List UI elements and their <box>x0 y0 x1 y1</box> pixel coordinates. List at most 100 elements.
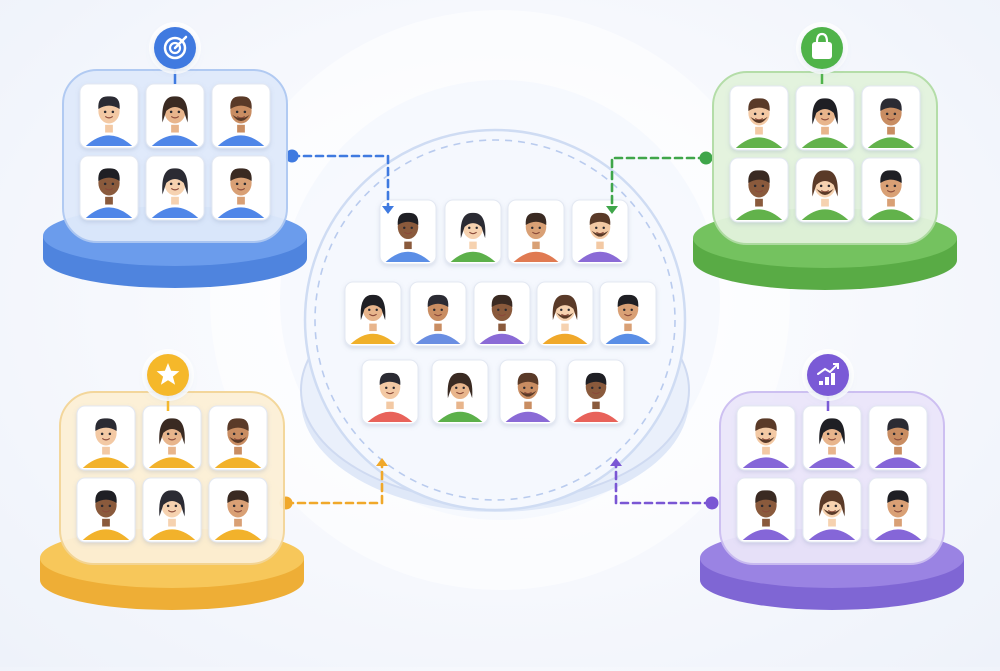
avatar-neck <box>887 126 895 135</box>
avatar-shirt <box>542 333 588 344</box>
avatar-shirt <box>450 251 496 262</box>
avatar-neck <box>234 446 242 455</box>
avatar-eye <box>462 386 465 390</box>
avatar-eye <box>768 432 772 436</box>
avatar-eye <box>100 432 104 436</box>
avatar-eye <box>468 226 471 230</box>
avatar-hair <box>427 294 449 308</box>
avatar-eye <box>523 386 526 390</box>
hub-member-avatar <box>444 199 502 265</box>
avatar-hair <box>880 170 902 183</box>
avatar-hair <box>397 212 419 226</box>
avatar-smile <box>168 510 176 513</box>
avatar-hair <box>98 168 120 181</box>
bag-body <box>812 42 832 59</box>
avatar-neck <box>624 323 632 332</box>
connector-line <box>614 464 714 505</box>
avatar-smile <box>171 188 179 191</box>
avatar-shirt <box>867 209 915 220</box>
avatar-shirt <box>85 207 133 218</box>
avatar-eye <box>100 504 104 508</box>
avatar-hair <box>162 168 188 195</box>
connector-line <box>610 156 708 208</box>
avatar-smile <box>624 313 632 317</box>
connector-purple <box>610 458 719 510</box>
avatar-eye <box>375 308 378 312</box>
avatar-neck <box>762 446 770 455</box>
avatar-shirt <box>367 411 413 422</box>
avatar-eye <box>885 112 889 116</box>
hub-member-avatar <box>431 359 489 425</box>
hub-member-avatar <box>571 199 629 265</box>
avatar-smile <box>469 231 477 235</box>
avatar-eye <box>455 386 458 390</box>
avatar-shirt <box>874 529 922 540</box>
segment-group-purple <box>700 349 964 610</box>
avatar-eye <box>753 184 757 188</box>
avatar-eye <box>602 226 605 230</box>
avatar-hair <box>159 418 185 445</box>
connector-arrowhead <box>610 458 622 466</box>
avatar-eye <box>834 432 838 436</box>
avatar-smile <box>524 391 532 395</box>
avatar-eye <box>174 432 178 436</box>
member-avatar <box>142 405 202 471</box>
avatar-smile <box>596 231 604 235</box>
member-avatar <box>145 83 205 149</box>
avatar-smile <box>237 116 245 119</box>
hub-member-avatar <box>599 281 657 347</box>
avatar-neck <box>821 126 829 135</box>
avatar-neck <box>561 323 569 332</box>
avatar-eye <box>166 504 170 508</box>
avatar-hair <box>887 490 909 503</box>
avatar-shirt <box>85 135 133 146</box>
avatar-smile <box>762 510 770 513</box>
avatar-shirt <box>415 333 461 344</box>
hub-member-avatar <box>344 281 402 347</box>
avatar-neck <box>532 241 540 250</box>
avatar-eye <box>232 432 236 436</box>
target-arrow <box>173 35 188 50</box>
target-icon <box>149 22 201 84</box>
icon-badge <box>807 354 849 396</box>
center-member-grid <box>344 199 657 425</box>
avatar-eye <box>177 110 181 114</box>
avatar-hair <box>95 490 117 503</box>
connector-arrowhead <box>376 458 388 466</box>
avatar-shirt <box>742 457 790 468</box>
avatar-smile <box>561 313 569 317</box>
avatar-eye <box>630 308 633 312</box>
avatar-eye <box>385 386 388 390</box>
chart-bar <box>819 381 823 385</box>
avatar-beard <box>757 436 775 444</box>
avatar-neck <box>434 323 442 332</box>
avatar-eye <box>538 226 541 230</box>
connector-line <box>290 154 390 208</box>
avatar-hair <box>525 212 547 226</box>
avatar-eye <box>567 308 570 312</box>
avatar-beard <box>823 508 841 516</box>
avatar-eye <box>392 386 395 390</box>
avatar-eye <box>892 504 896 508</box>
member-avatar <box>729 85 789 151</box>
avatar-hair <box>230 96 252 109</box>
avatar-hair <box>819 490 845 517</box>
avatar-beard <box>591 230 609 237</box>
avatar-hair <box>227 490 249 503</box>
avatar-eye <box>900 432 904 436</box>
avatar-hair <box>159 490 185 517</box>
chart-trend-line <box>817 363 839 375</box>
avatar-shirt <box>801 209 849 220</box>
hub-member-avatar <box>536 281 594 347</box>
avatar-eye <box>819 184 823 188</box>
avatar-shirt <box>479 333 525 344</box>
member-avatar <box>802 477 862 543</box>
avatar-hair <box>379 372 401 386</box>
avatar-beard <box>816 188 834 196</box>
avatar-smile <box>755 118 763 121</box>
avatar-eye <box>169 110 173 114</box>
avatar-neck <box>237 124 245 133</box>
avatar-eye <box>623 308 626 312</box>
avatar-neck <box>469 241 477 250</box>
